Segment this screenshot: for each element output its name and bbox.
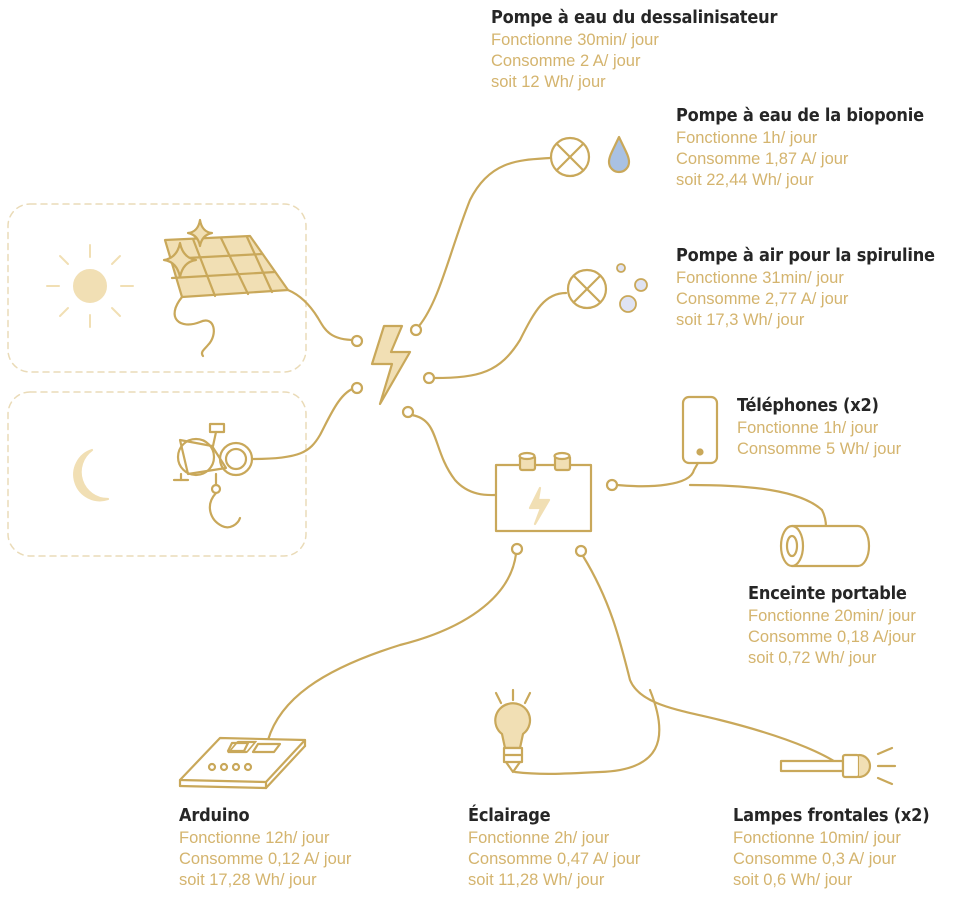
light-bulb-icon bbox=[494, 688, 532, 774]
device-detail: soit 11,28 Wh/ jour bbox=[468, 871, 605, 889]
device-title: Téléphones (x2) bbox=[737, 395, 879, 416]
day-source-panel bbox=[7, 203, 307, 373]
device-detail: soit 0,6 Wh/ jour bbox=[733, 871, 853, 889]
device-title: Pompe à air pour la spiruline bbox=[676, 245, 935, 266]
moon-icon bbox=[73, 448, 110, 502]
label-pompe-eau-bioponie: Pompe à eau de la bioponie Fonctionne 1h… bbox=[676, 104, 924, 191]
device-detail: Fonctionne 20min/ jour bbox=[748, 607, 916, 625]
device-detail: soit 12 Wh/ jour bbox=[491, 73, 606, 91]
device-detail: Fonctionne 1h/ jour bbox=[676, 129, 818, 147]
air-bubbles-icon bbox=[616, 263, 648, 313]
phone-icon bbox=[681, 395, 719, 465]
device-detail: Fonctionne 12h/ jour bbox=[179, 829, 330, 847]
device-title: Arduino bbox=[179, 805, 250, 826]
bicycle-generator-icon bbox=[172, 386, 357, 529]
label-pompe-eau-dessalinisateur: Pompe à eau du dessalinisateur Fonctionn… bbox=[491, 6, 777, 93]
sun-icon bbox=[46, 244, 134, 328]
speaker-icon bbox=[779, 524, 871, 568]
device-detail: soit 17,28 Wh/ jour bbox=[179, 871, 317, 889]
device-title: Enceinte portable bbox=[748, 583, 907, 604]
device-title: Éclairage bbox=[468, 805, 551, 826]
device-detail: Consomme 0,12 A/ jour bbox=[179, 850, 352, 868]
device-detail: Fonctionne 31min/ jour bbox=[676, 269, 844, 287]
headlamp-icon bbox=[779, 746, 897, 786]
device-detail: Fonctionne 10min/ jour bbox=[733, 829, 901, 847]
night-source-panel bbox=[7, 391, 307, 557]
label-telephones: Téléphones (x2) Fonctionne 1h/ jour Cons… bbox=[737, 394, 901, 460]
device-detail: Consomme 1,87 A/ jour bbox=[676, 150, 849, 168]
device-detail: Fonctionne 30min/ jour bbox=[491, 31, 659, 49]
label-arduino: Arduino Fonctionne 12h/ jour Consomme 0,… bbox=[179, 804, 351, 891]
solar-panel-icon bbox=[162, 218, 357, 358]
device-detail: Fonctionne 2h/ jour bbox=[468, 829, 610, 847]
water-drop-icon bbox=[607, 135, 631, 174]
label-eclairage: Éclairage Fonctionne 2h/ jour Consomme 0… bbox=[468, 804, 640, 891]
device-title: Pompe à eau du dessalinisateur bbox=[491, 7, 778, 28]
label-pompe-air-spiruline: Pompe à air pour la spiruline Fonctionne… bbox=[676, 244, 935, 331]
device-detail: Consomme 5 Wh/ jour bbox=[737, 440, 902, 458]
label-lampes-frontales: Lampes frontales (x2) Fonctionne 10min/ … bbox=[733, 804, 930, 891]
device-detail: Consomme 0,47 A/ jour bbox=[468, 850, 641, 868]
device-detail: Consomme 2 A/ jour bbox=[491, 52, 641, 70]
label-enceinte-portable: Enceinte portable Fonctionne 20min/ jour… bbox=[748, 582, 916, 669]
device-detail: soit 17,3 Wh/ jour bbox=[676, 311, 805, 329]
arduino-board-icon bbox=[178, 736, 307, 790]
power-hub-icon bbox=[370, 324, 412, 406]
air-pump-icon bbox=[566, 268, 608, 310]
device-detail: soit 0,72 Wh/ jour bbox=[748, 649, 877, 667]
device-title: Pompe à eau de la bioponie bbox=[676, 105, 924, 126]
device-detail: Consomme 0,18 A/jour bbox=[748, 628, 916, 646]
device-detail: soit 22,44 Wh/ jour bbox=[676, 171, 814, 189]
battery-icon bbox=[494, 451, 593, 533]
device-detail: Consomme 0,3 A/ jour bbox=[733, 850, 897, 868]
water-pump-icon bbox=[549, 136, 591, 178]
device-detail: Fonctionne 1h/ jour bbox=[737, 419, 879, 437]
device-detail: Consomme 2,77 A/ jour bbox=[676, 290, 849, 308]
device-title: Lampes frontales (x2) bbox=[733, 805, 930, 826]
